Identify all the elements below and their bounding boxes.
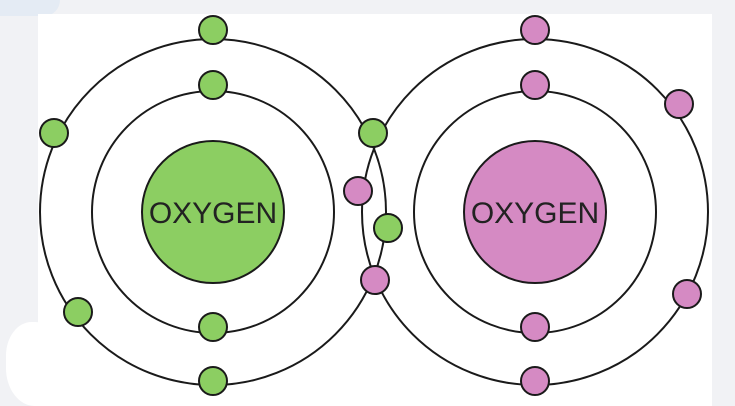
electron-atom2-8 — [520, 366, 550, 396]
nucleus-1 — [141, 140, 285, 284]
electron-atom1-2 — [198, 70, 228, 100]
electron-atom2-1 — [520, 15, 550, 45]
electron-atom2-3 — [664, 89, 694, 119]
electrons — [39, 15, 702, 396]
electron-atom1-8 — [198, 366, 228, 396]
electron-atom1-4 — [358, 118, 388, 148]
electron-atom1-1 — [198, 15, 228, 45]
nucleus-label-2: OXYGEN — [471, 197, 599, 230]
electron-atom2-7 — [520, 312, 550, 342]
electron-atom2-6 — [672, 279, 702, 309]
electron-atom2-2 — [520, 70, 550, 100]
electron-atom2-5 — [360, 265, 390, 295]
corner-decoration — [0, 0, 60, 16]
electron-atom1-7 — [198, 312, 228, 342]
nucleus-label-1: OXYGEN — [149, 197, 277, 230]
electron-atom1-5 — [373, 213, 403, 243]
electron-atom1-6 — [63, 297, 93, 327]
electron-atom2-4 — [343, 176, 373, 206]
electron-atom1-3 — [39, 118, 69, 148]
image-smudge — [6, 322, 70, 406]
nuclei: OXYGEN OXYGEN — [141, 140, 607, 284]
electron-shells — [39, 38, 709, 386]
nucleus-2 — [463, 140, 607, 284]
